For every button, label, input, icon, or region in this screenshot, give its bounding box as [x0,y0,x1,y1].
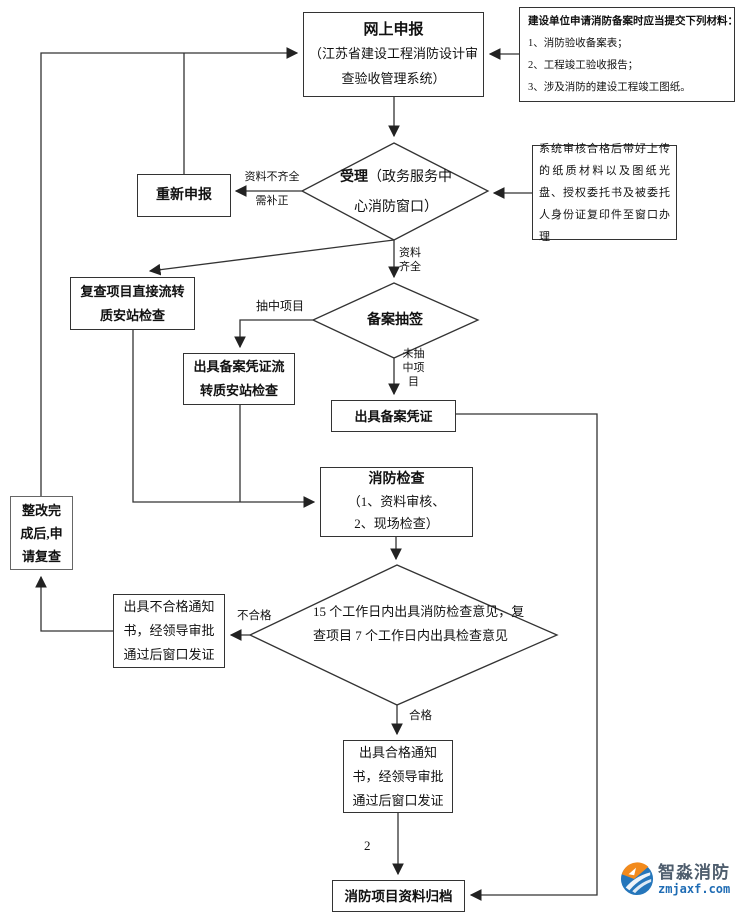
materials-note-item-3: 3、涉及消防的建设工程竣工图纸。 [528,81,691,93]
archive-box: 消防项目资料归档 [332,880,465,912]
materials-note-header: 建设单位申请消防备案时应当提交下列材料： [528,15,738,27]
flow-accept-to-recheck [148,239,395,276]
label-incomplete: 资料不齐全 需补正 [239,170,305,209]
fire-inspection-line2: 2、现场检查） [354,516,439,531]
pass-notice-box: 出具合格通知书，经领导审批通过后窗口发证 [343,740,453,813]
online-declare-title: 网上申报 [363,21,424,38]
online-declare-box: 网上申报 （江苏省建设工程消防设计审查验收管理系统） [303,12,484,97]
fail-notice-box: 出具不合格通知书，经领导审批通过后窗口发证 [113,594,225,668]
flow-rectify-to-declare [40,47,299,496]
flow-fail-to-rectify [35,575,113,632]
label-selected: 抽中项目 [256,299,305,313]
cert-transfer-box: 出具备案凭证流转质安站检查 [183,353,295,405]
label-incomplete-line1: 资料不齐全 [244,171,300,183]
flow-lottery-to-transfer [234,319,313,349]
opinion-diamond-text: 15 个工作日内出具消防检查意见，复查项目 7 个工作日内出具检查意见 [313,604,525,643]
online-declare-subtitle: （江苏省建设工程消防设计审查验收管理系统） [308,45,478,86]
materials-note-item-1: 1、消防验收备案表； [528,37,628,49]
accept-title: 受理 [340,170,368,185]
zhimiao-watermark: 智淼消防 zmjaxf.com [620,862,730,896]
accept-subtitle: （政务服务中心消防窗口） [354,170,452,215]
resubmit-box: 重新申报 [137,174,231,217]
zhimiao-logo-icon [620,862,654,896]
accept-diamond-text: 受理（政务服务中心消防窗口） [334,163,458,223]
rectify-box: 整改完成后,申请复查 [10,496,73,570]
fire-inspection-line1: （1、资料审核、 [347,494,446,509]
label-not-selected: 未抽中项目 [402,348,425,388]
fire-inspection-box: 消防检查 （1、资料审核、 2、现场检查） [320,467,473,537]
label-complete: 资料齐全 [399,247,421,273]
issue-cert-box: 出具备案凭证 [331,400,456,432]
flow-cert-to-archive [456,413,598,901]
fire-inspection-title: 消防检查 [368,472,425,487]
flow-recheck-to-inspection [132,330,316,508]
system-audit-note-box: 系统审核合格后带好上传的纸质材料以及图纸光盘、授权委托书及被委托人身份证复印件至… [532,143,677,243]
materials-note-item-2: 2、工程竣工验收报告； [528,59,639,71]
page-number: 2 [364,838,371,853]
label-incomplete-line2: 需补正 [255,195,289,207]
label-pass: 合格 [409,710,432,722]
zhimiao-logo-name: 智淼消防 [658,862,730,882]
recheck-direct-box: 复查项目直接流转质安站检查 [70,277,195,330]
zhimiao-logo-domain: zmjaxf.com [658,881,731,896]
label-fail: 不合格 [237,610,272,622]
lottery-diamond-text: 备案抽签 [367,313,423,328]
materials-note-box: 建设单位申请消防备案时应当提交下列材料： 1、消防验收备案表； 2、工程竣工验收… [519,7,738,102]
